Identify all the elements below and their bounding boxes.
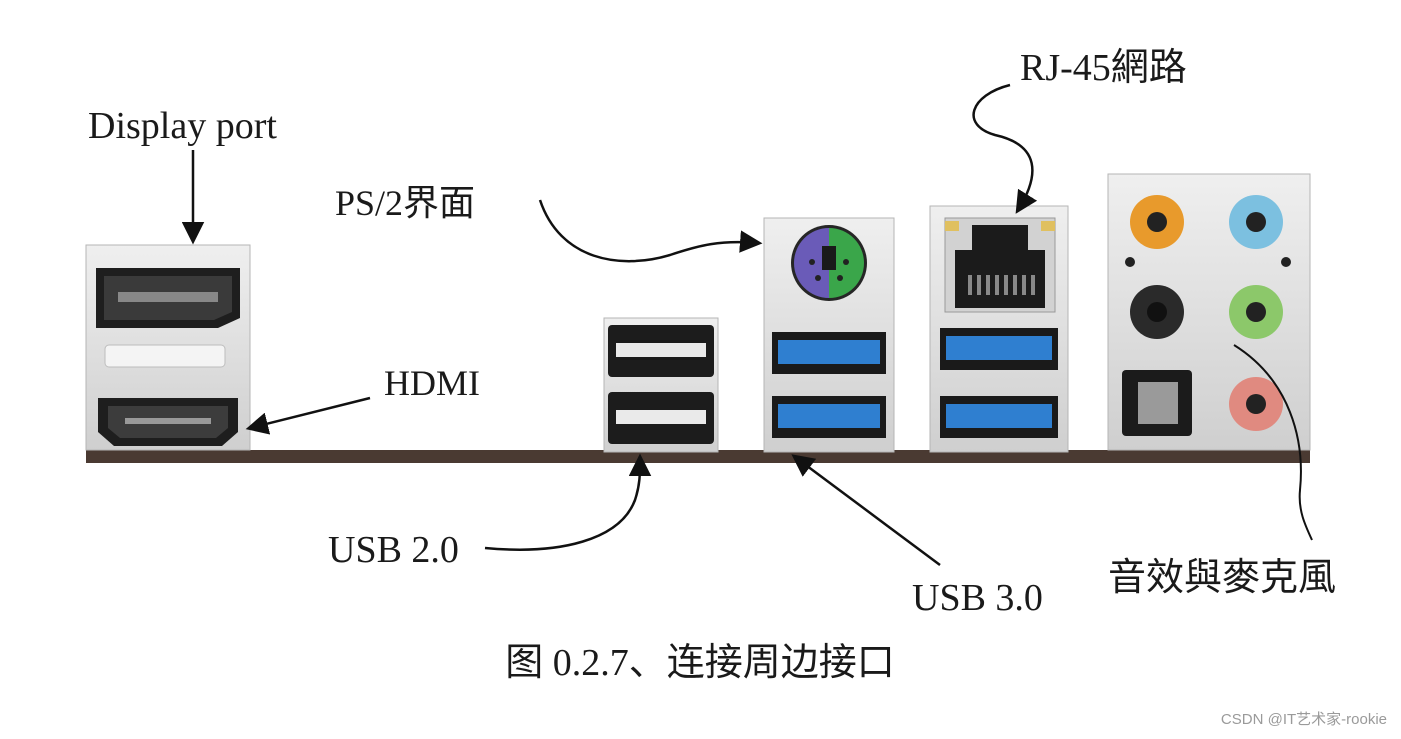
rj45-arrow <box>972 83 1038 214</box>
display-hdmi-bracket <box>85 244 251 451</box>
usb30-arrow <box>791 454 941 567</box>
usb30-port-lan-bottom <box>940 396 1058 438</box>
label-ps2: PS/2界面 <box>335 183 475 223</box>
ps2-connector <box>791 225 867 301</box>
audio-jack-blue <box>1229 195 1283 249</box>
watermark: CSDN @IT艺术家-rookie <box>1220 711 1387 728</box>
audio-jack-pink <box>1229 377 1283 431</box>
label-rj45: RJ-45網路 <box>1020 47 1187 89</box>
hdmi-arrow <box>245 396 371 435</box>
displayport-connector <box>96 268 240 328</box>
optical-spdif-port <box>1122 370 1192 436</box>
audio-jack-orange <box>1130 195 1184 249</box>
audio-leader <box>1233 344 1313 541</box>
usb20-stack <box>603 317 719 453</box>
label-hdmi: HDMI <box>384 363 480 403</box>
ps2-arrow <box>538 199 763 263</box>
usb30-port-bottom <box>772 396 886 438</box>
usb30-port-lan-top <box>940 328 1058 370</box>
rj45-connector <box>944 217 1056 313</box>
label-display-port: Display port <box>88 105 277 147</box>
audio-jack-green <box>1229 285 1283 339</box>
figure-caption: 图 0.2.7、连接周边接口 <box>505 642 895 684</box>
motherboard-edge <box>86 450 1310 463</box>
ps2-usb30-block <box>763 217 895 453</box>
usb20-arrow <box>484 453 652 551</box>
audio-block <box>1107 173 1311 451</box>
rj45-usb30-block <box>929 205 1069 453</box>
usb30-port-top <box>772 332 886 374</box>
hdmi-connector <box>98 398 238 446</box>
label-audio: 音效與麥克風 <box>1108 557 1336 599</box>
audio-jack-black <box>1130 285 1184 339</box>
label-usb20: USB 2.0 <box>328 529 459 571</box>
label-usb30: USB 3.0 <box>912 577 1043 619</box>
